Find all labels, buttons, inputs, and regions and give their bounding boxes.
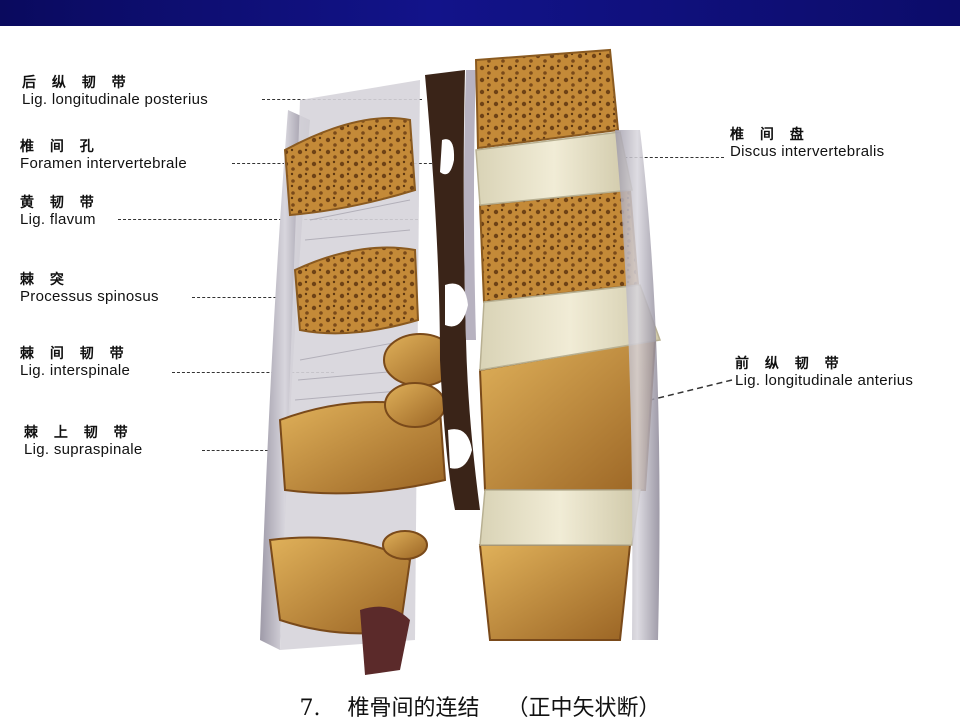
articular-process-middle — [384, 382, 446, 428]
label-processus-spinosus: 棘 突 Processus spinosus — [20, 271, 159, 305]
caption-title: 椎骨间的连结 — [347, 696, 480, 721]
label-lig-supraspinale: 棘 上 韧 带 Lig. supraspinale — [24, 424, 143, 458]
interspinous-ligament — [280, 80, 420, 650]
sacral-section — [360, 606, 410, 675]
spinous-process-middle — [293, 246, 420, 335]
vertebral-body-2 — [478, 188, 640, 304]
vertebral-body-1 — [474, 48, 620, 150]
label-lig-flavum: 黄 韧 带 Lig. flavum — [20, 194, 100, 228]
label-foramen-intervertebrale: 椎 间 孔 Foramen intervertebrale — [20, 138, 187, 172]
caption-number: 7. — [299, 696, 321, 721]
intervertebral-foramen-lower — [448, 429, 472, 469]
leader-lig-supraspinale — [202, 450, 268, 451]
leader-discus-intervertebralis — [604, 157, 724, 158]
leader-lig-flavum — [118, 219, 418, 220]
anterior-longitudinal-ligament — [615, 130, 660, 640]
figure-caption: 7. 椎骨间的连结 （正中矢状断） — [0, 690, 960, 722]
intervertebral-disc-3 — [479, 489, 641, 546]
vertebral-body-4 — [478, 544, 632, 641]
spinous-process-upper — [283, 117, 417, 217]
intervertebral-foramen-middle — [445, 283, 468, 327]
intervertebral-foramen-upper — [440, 139, 455, 175]
leader-processus-spinosus — [192, 297, 312, 298]
articular-process-lower — [382, 530, 428, 560]
title-bar — [0, 0, 960, 26]
caption-subtitle: （正中矢状断） — [506, 696, 661, 721]
leader-lig-interspinale — [172, 372, 334, 373]
posterior-longitudinal-ligament — [464, 70, 476, 340]
intervertebral-disc-2 — [479, 284, 662, 371]
label-lig-longitudinale-anterius: 前 纵 韧 带 Lig. longitudinale anterius — [735, 355, 914, 389]
label-lig-longitudinale-posterius: 后 纵 韧 带 Lig. longitudinale posterius — [22, 74, 209, 108]
spine-section-diagram — [260, 48, 662, 675]
label-lig-interspinale: 棘 间 韧 带 Lig. interspinale — [20, 345, 131, 379]
label-discus-intervertebralis: 椎 间 盘 Discus intervertebralis — [730, 126, 885, 160]
